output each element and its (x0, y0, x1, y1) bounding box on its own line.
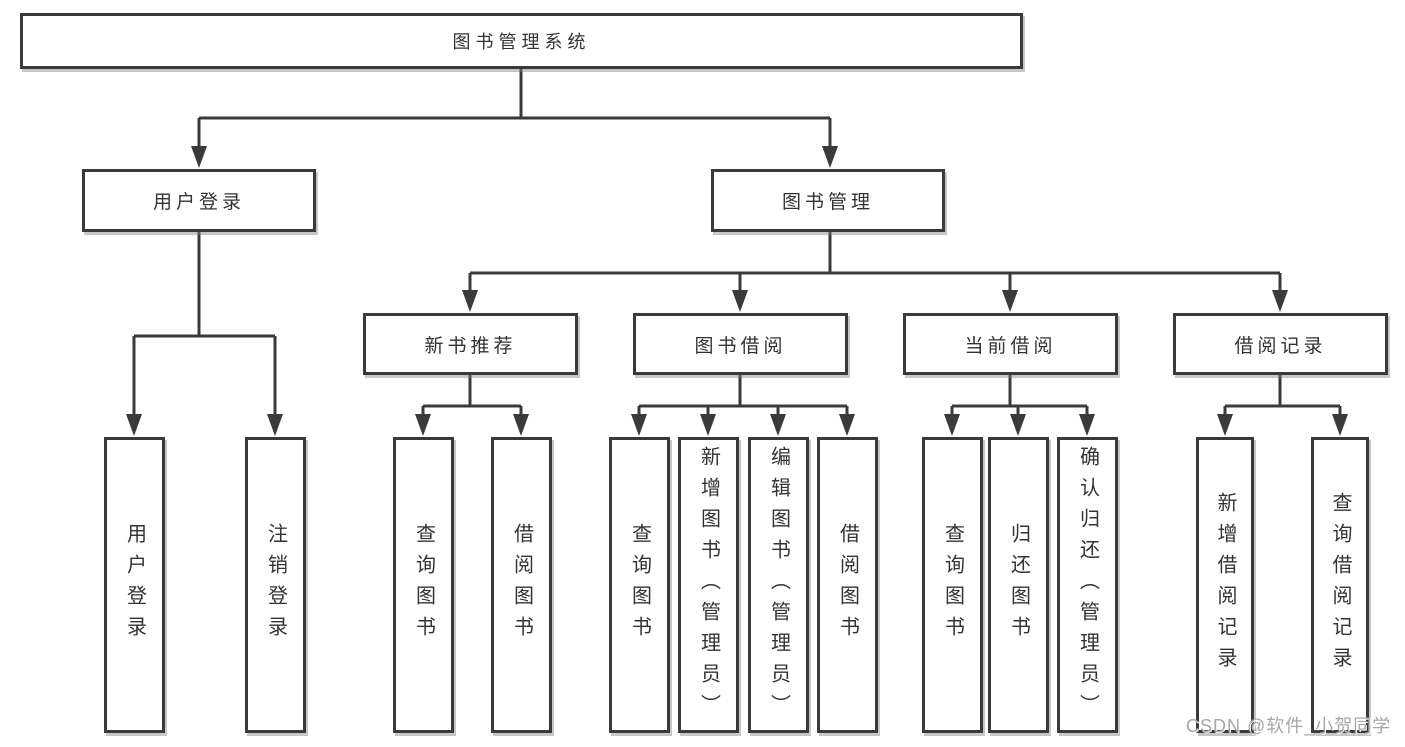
leaf-user-login: 用户登录 (104, 437, 165, 733)
leaf-logout: 注销登录 (245, 437, 306, 733)
leaf-add-book-admin: 新增图书（管理员） (678, 437, 739, 733)
arrow-down-icon (267, 414, 283, 436)
arrow-down-icon (700, 414, 716, 436)
connector-user-login (126, 232, 283, 436)
arrow-down-icon (1217, 414, 1233, 436)
leaf-query-book-current: 查询图书 (922, 437, 983, 733)
arrow-down-icon (1079, 414, 1095, 436)
csdn-watermark: CSDN @软件_小贺同学 (1186, 716, 1392, 736)
arrow-down-icon (1332, 414, 1348, 436)
node-book-borrow: 图书借阅 (633, 313, 848, 375)
arrow-down-icon (732, 290, 748, 312)
arrow-down-icon (822, 146, 838, 168)
arrow-down-icon (415, 414, 431, 436)
leaf-borrow-book: 借阅图书 (817, 437, 878, 733)
leaf-query-book-borrow: 查询图书 (609, 437, 670, 733)
arrow-down-icon (462, 290, 478, 312)
leaf-add-borrow-record: 新增借阅记录 (1196, 437, 1254, 733)
node-borrow-record: 借阅记录 (1173, 313, 1388, 375)
node-book-management: 图书管理 (711, 169, 945, 232)
arrow-down-icon (191, 146, 207, 168)
arrow-down-icon (126, 414, 142, 436)
leaf-query-borrow-record: 查询借阅记录 (1311, 437, 1369, 733)
leaf-return-book: 归还图书 (988, 437, 1049, 733)
connector-new-book (415, 375, 529, 436)
connector-borrow-record (1217, 375, 1348, 436)
arrow-down-icon (1002, 290, 1018, 312)
leaf-borrow-book-recommend: 借阅图书 (491, 437, 552, 733)
node-library-management-system: 图书管理系统 (20, 13, 1023, 69)
arrow-down-icon (770, 414, 786, 436)
connector-current-borrow (944, 375, 1095, 436)
leaf-edit-book-admin: 编辑图书（管理员） (748, 437, 809, 733)
node-user-login: 用户登录 (82, 169, 316, 232)
connector-book-borrow (631, 375, 855, 436)
arrow-down-icon (839, 414, 855, 436)
arrow-down-icon (631, 414, 647, 436)
leaf-confirm-return-admin: 确认归还（管理员） (1057, 437, 1118, 733)
node-current-borrow: 当前借阅 (903, 313, 1118, 375)
arrow-down-icon (1272, 290, 1288, 312)
node-new-book-recommend: 新书推荐 (363, 313, 578, 375)
leaf-query-book-recommend: 查询图书 (393, 437, 454, 733)
connector-root-to-level2 (191, 69, 838, 168)
connector-book-management (462, 232, 1288, 312)
arrow-down-icon (513, 414, 529, 436)
arrow-down-icon (944, 414, 960, 436)
arrow-down-icon (1010, 414, 1026, 436)
